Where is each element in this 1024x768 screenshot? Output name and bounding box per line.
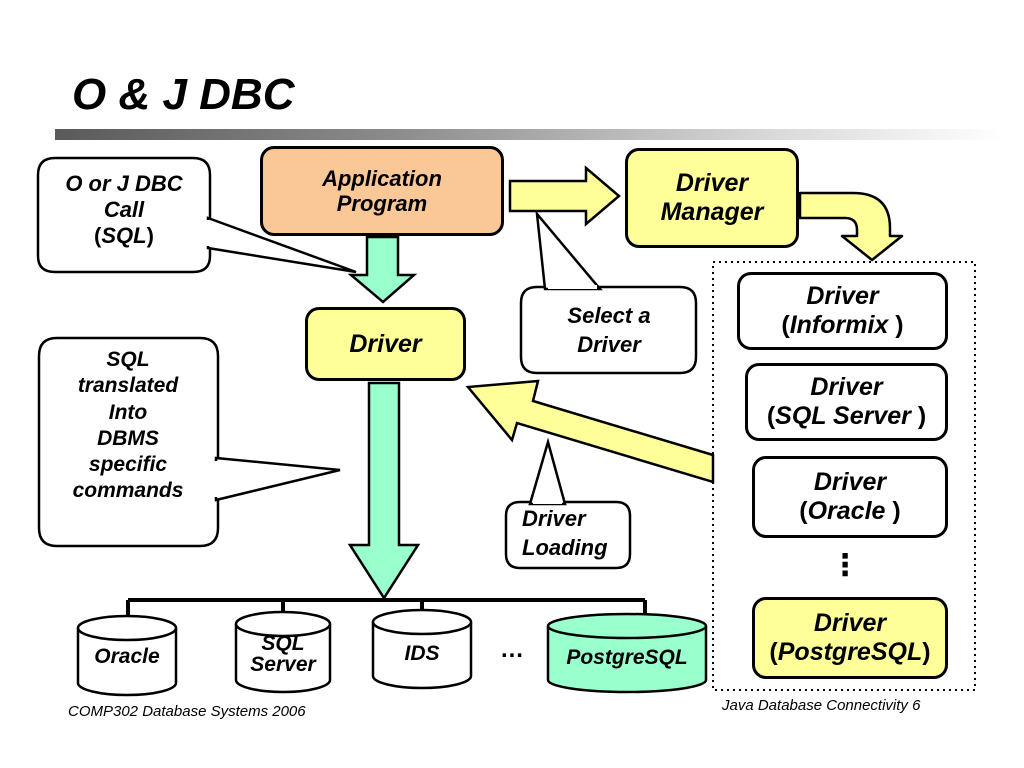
paren-open: ( [781,311,790,339]
application-line-1: Application [322,165,442,191]
callout-translated-line-4: DBMS [97,426,159,450]
arrow-driver-to-databases [347,381,421,601]
footer-course: COMP302 Database Systems 2006 [68,703,306,720]
callout-translated-pointer [214,456,341,502]
driver-postgresql-box: Driver (PostgreSQL) [752,597,948,679]
arrow-driver-loading [465,379,715,484]
footer-slide-info: Java Database Connectivity 6 [722,697,921,714]
driver-oracle-label: Driver [813,468,887,497]
slide-title: O & J DBC [72,70,295,119]
driver-postgresql-name-line: (PostgreSQL) [769,638,930,667]
driver-box: Driver [305,307,466,381]
paren-open: ( [769,638,778,666]
driver-box-label: Driver [349,329,422,358]
paren-close: ) [885,497,901,525]
driver-informix-label: Driver [806,282,879,311]
callout-call-line-2: Call [103,196,145,222]
driver-manager-line-2: Manager [660,198,764,226]
callout-call-text: O or J DBC Call (SQL) [40,171,208,249]
paren-open: ( [799,497,808,525]
db-cylinder-ids [371,608,473,690]
db-label-ids: IDS [404,642,440,665]
driver-sqlserver-name-line: (SQL Server ) [767,402,926,431]
driver-name: SQL Server [775,402,911,430]
driver-oracle-box: Driver (Oracle ) [752,456,948,538]
db-label-oracle: Oracle [94,645,160,668]
callout-call-sql: SQL [101,222,147,248]
db-cylinder-oracle [76,614,178,697]
driver-oracle-name-line: (Oracle ) [799,497,900,526]
callout-translated-shape [37,336,220,548]
db-label-sqlserver-line-1: SQL [261,632,305,655]
callout-call-shape [36,156,212,274]
driver-name: Oracle [807,497,886,525]
db-label-sqlserver: SQL Server [236,633,330,675]
driver-informix-box: Driver (Informix ) [737,272,948,350]
callout-select-text: Select a Driver [523,302,695,359]
callout-translated-line-5: specific [88,453,168,476]
application-line-2: Program [336,191,428,216]
db-label-postgresql: PostgreSQL [566,646,688,669]
callout-select-pointer [535,210,603,291]
callout-call-paren-close: ) [146,222,154,248]
callout-translated-line-2: translated [77,374,179,398]
paren-open: ( [766,402,776,430]
arrow-app-to-manager [508,165,621,227]
callout-select-line-1: Select a [567,303,651,328]
callout-translated-line-1: SQL [106,348,150,371]
callout-loading-line-1: Driver [522,506,586,531]
driver-sqlserver-box: Driver (SQL Server ) [745,363,948,441]
db-cylinder-sqlserver [234,610,332,694]
title-underline-bar [55,129,1005,140]
callout-translated-line-6: commands [72,479,184,503]
callout-translated-text: SQL translated Into DBMS specific comman… [40,347,216,505]
driver-name: PostgreSQL [777,638,923,666]
application-program-box: Application Program [260,146,504,236]
db-label-sqlserver-line-2: Server [250,653,316,676]
driver-name: Informix [789,311,889,339]
callout-select-shape [519,285,698,375]
driver-postgresql-label: Driver [813,609,887,638]
driver-informix-name-line: (Informix ) [781,311,903,340]
db-ellipsis: … [500,636,524,663]
paren-close: ) [910,402,927,430]
arrow-app-to-driver [347,235,418,304]
callout-translated-line-3: Into [108,400,148,424]
callout-select-line-2: Driver [577,331,641,357]
driver-sqlserver-label: Driver [810,373,883,402]
callout-call-paren-open: ( [94,222,102,248]
callout-loading-line-2: Loading [522,534,608,560]
paren-close: ) [888,311,904,339]
arrow-manager-to-drivers [798,191,904,262]
callout-call-line-1: O or J DBC [65,171,183,196]
driver-manager-line-1: Driver [675,169,749,198]
callout-call-line-3: (SQL) [40,223,208,249]
callout-loading-shape [504,500,632,570]
callout-loading-pointer [528,437,567,506]
driver-manager-box: Driver Manager [625,148,799,248]
db-cylinder-postgresql [546,612,708,694]
callout-loading-text: Driver Loading [508,505,630,562]
paren-close: ) [922,638,931,666]
driver-ellipsis: ⋮ [830,549,860,582]
